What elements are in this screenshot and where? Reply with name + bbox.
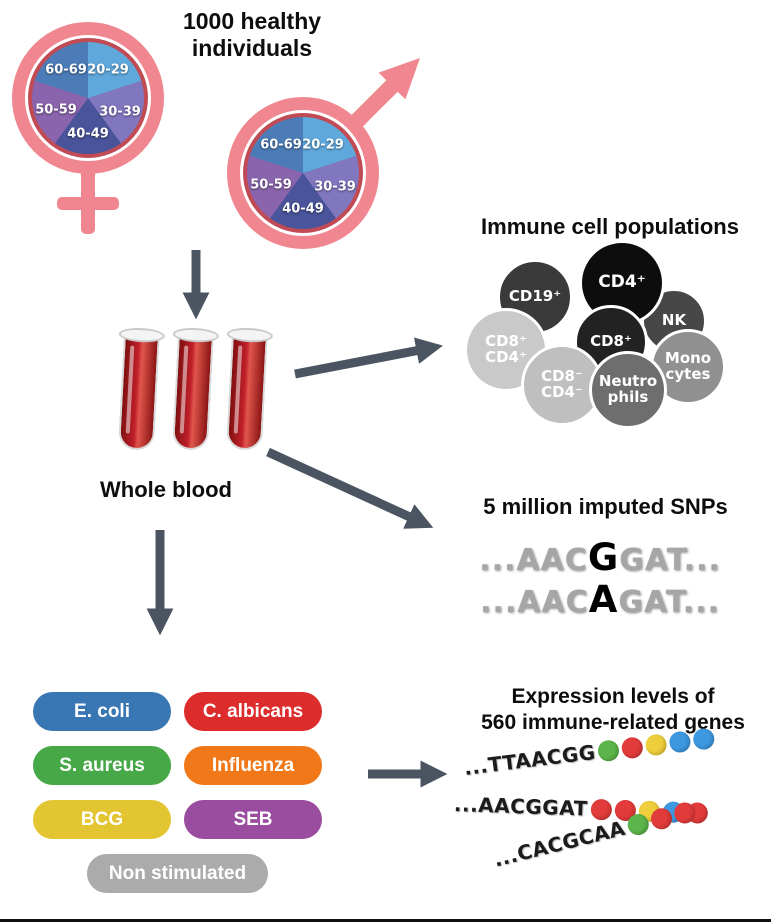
blood-tube bbox=[221, 326, 274, 453]
study-title: 1000 healthy individuals bbox=[182, 8, 322, 62]
male-symbol-arrow bbox=[348, 58, 420, 130]
age-group-label: 20-29 bbox=[87, 62, 129, 78]
blood-tube bbox=[167, 326, 220, 453]
cell-label: CD19⁺ bbox=[508, 287, 562, 306]
age-group-label: 30-39 bbox=[99, 104, 141, 120]
stimulus-seb: SEB bbox=[184, 800, 322, 839]
immune-cells-title: Immune cell populations bbox=[481, 214, 739, 239]
age-group-label: 60-69 bbox=[45, 62, 87, 78]
gene-sequence: ...TTAACGG bbox=[462, 739, 597, 780]
expression-dot bbox=[620, 735, 645, 759]
blood-tube-body bbox=[225, 337, 268, 451]
stimulus-label: C. albicans bbox=[202, 700, 304, 722]
arrow-blood-to-snps bbox=[266, 447, 434, 529]
blood-tube bbox=[113, 326, 166, 453]
cell-label: Neutro phils bbox=[598, 372, 658, 406]
cell-label: CD8⁺ CD4⁺ bbox=[485, 332, 527, 366]
snp-sequence-1: ...AACGGAT... bbox=[430, 536, 770, 579]
snps-title: 5 million imputed SNPs bbox=[483, 494, 728, 519]
expression-dot bbox=[597, 738, 621, 762]
stimulus-label: Non stimulated bbox=[108, 862, 247, 884]
snp-variant-allele: A bbox=[588, 578, 619, 621]
cell-label: Mono cytes bbox=[664, 349, 712, 383]
expression-dot bbox=[648, 805, 674, 832]
female-symbol-cross-horizontal bbox=[57, 197, 119, 210]
stimulus-bcg: BCG bbox=[33, 800, 171, 839]
stimulus-label: BCG bbox=[80, 808, 124, 830]
stimulus-influenza: Influenza bbox=[184, 746, 322, 785]
expression-dot bbox=[625, 811, 651, 837]
age-group-label: 40-49 bbox=[67, 126, 109, 142]
snp-sequence-prefix: ...AAC bbox=[479, 543, 588, 578]
expression-dot bbox=[692, 726, 716, 751]
stimulus-c-albicans: C. albicans bbox=[184, 692, 322, 731]
expression-dot bbox=[668, 729, 693, 754]
female-symbol: 20-29 30-39 40-49 50-59 60-69 bbox=[12, 22, 164, 174]
cell-label: NK bbox=[661, 311, 687, 330]
blood-tube-body bbox=[171, 337, 214, 451]
snp-sequence-suffix: GAT... bbox=[618, 585, 720, 620]
gene-sequence: ...AACGGAT bbox=[453, 792, 589, 821]
stimulus-label: S. aureus bbox=[59, 754, 145, 776]
figure-bottom-border bbox=[0, 919, 771, 922]
age-group-label: 40-49 bbox=[282, 201, 324, 217]
cell-label: CD4⁺ bbox=[598, 272, 646, 293]
stimulus-label: SEB bbox=[233, 808, 273, 830]
expression-title: Expression levels of 560 immune-related … bbox=[481, 685, 745, 735]
male-symbol: 20-29 30-39 40-49 50-59 60-69 bbox=[227, 97, 379, 249]
snp-sequence-2: ...AACAGAT... bbox=[430, 578, 770, 621]
snp-variant-allele: G bbox=[587, 536, 620, 579]
cell-label: CD8⁻ CD4⁻ bbox=[541, 367, 583, 401]
gene-sequence: ...CACGCAA bbox=[491, 815, 628, 872]
stimulus-e-coli: E. coli bbox=[33, 692, 171, 731]
age-group-label: 20-29 bbox=[302, 137, 344, 153]
stimulus-non-stimulated: Non stimulated bbox=[87, 854, 268, 893]
male-age-pie-chart: 20-29 30-39 40-49 50-59 60-69 bbox=[243, 113, 363, 233]
expression-dot bbox=[590, 798, 613, 821]
stimulus-label: E. coli bbox=[74, 700, 130, 722]
age-group-label: 50-59 bbox=[250, 177, 292, 193]
snp-sequence-suffix: GAT... bbox=[619, 543, 721, 578]
stimulus-label: Influenza bbox=[211, 754, 295, 776]
female-age-pie-chart: 20-29 30-39 40-49 50-59 60-69 bbox=[28, 38, 148, 158]
age-group-label: 30-39 bbox=[314, 179, 356, 195]
stimulus-s-aureus: S. aureus bbox=[33, 746, 171, 785]
cell-label: CD8⁺ bbox=[590, 332, 632, 351]
whole-blood-label: Whole blood bbox=[100, 477, 232, 502]
expression-dot bbox=[644, 732, 669, 757]
snp-sequence-prefix: ...AAC bbox=[480, 585, 589, 620]
age-group-label: 60-69 bbox=[260, 137, 302, 153]
arrow-blood-to-cells bbox=[294, 337, 443, 379]
blood-tube-body bbox=[117, 337, 160, 451]
cell-neutrophils: Neutro phils bbox=[589, 351, 667, 429]
age-group-label: 50-59 bbox=[35, 102, 77, 118]
